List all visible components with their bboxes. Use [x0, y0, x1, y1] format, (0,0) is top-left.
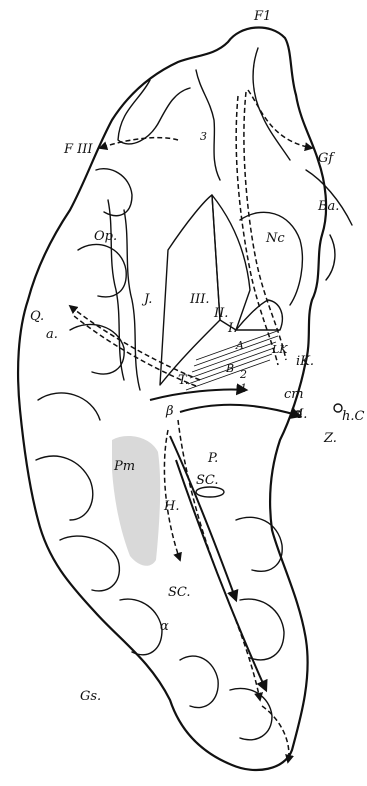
label-H: H.: [163, 499, 179, 514]
label-Pm: Pm: [113, 459, 135, 474]
gyrus-fold: [70, 324, 124, 374]
label-hC: h.C: [342, 409, 365, 424]
label-II: II.: [213, 306, 228, 321]
label-Gf: Gf: [318, 151, 335, 166]
internal-capsule-hatch: [186, 330, 280, 390]
label-III: III.: [189, 292, 210, 307]
label-beta: β: [165, 404, 174, 419]
gyrus-fold: [120, 599, 162, 655]
label-cm: cm: [284, 387, 304, 402]
label-Op: Op.: [94, 229, 117, 244]
label-F1: F1: [253, 9, 271, 24]
label-LK: LK: [271, 343, 288, 356]
gyrus-fold: [36, 456, 93, 520]
label-A: A: [235, 339, 244, 352]
label-J: J.: [141, 292, 152, 307]
solid-arrow-beta: [180, 405, 300, 416]
gyrus-fold: [78, 244, 126, 296]
label-M: M.: [289, 407, 307, 422]
gyrus-fold: [236, 517, 282, 571]
label-3: 3: [200, 130, 207, 143]
gyrus-fold: [253, 48, 290, 160]
label-SC1: SC.: [196, 473, 219, 488]
pm-stippled-region: [112, 436, 160, 566]
gyrus-fold: [180, 656, 218, 707]
insula-fold: [124, 210, 140, 390]
label-T: T.: [178, 373, 189, 388]
cortex-outline: [18, 27, 326, 770]
tract-down-left: [164, 430, 180, 560]
solid-arrow-upper: [150, 389, 246, 400]
gyrus-fold: [196, 70, 220, 180]
label-P: P.: [207, 451, 218, 466]
solid-arrow-down: [170, 436, 236, 600]
label-B: B: [225, 362, 234, 375]
gyrus-fold: [230, 688, 272, 739]
label-SC2: SC.: [168, 585, 191, 600]
label-iK: iK.: [296, 354, 314, 369]
label-2: 2: [239, 368, 247, 381]
gyrus-fold: [118, 80, 190, 144]
hc-marker: [334, 404, 342, 412]
lentiform-III: [160, 195, 220, 385]
ventricle: [326, 235, 335, 280]
sc-nucleus: [196, 487, 224, 497]
label-Z: Z.: [323, 431, 337, 446]
label-alpha: α: [160, 619, 169, 634]
label-FIII: F III: [63, 142, 93, 157]
tract-down-right: [178, 420, 260, 700]
label-a: a.: [46, 327, 58, 342]
tract-3: [100, 138, 178, 148]
tract-descending: [244, 92, 286, 360]
ventricle: [306, 170, 352, 225]
label-I: I.: [227, 321, 237, 336]
label-Q: Q.: [30, 309, 44, 324]
label-Gs: Gs.: [80, 689, 101, 704]
gyrus-fold: [38, 393, 100, 420]
label-1: 1: [240, 382, 247, 395]
label-Ba: Ba.: [317, 199, 339, 214]
gyrus-fold: [96, 169, 132, 216]
label-Nc: Nc: [265, 231, 285, 246]
